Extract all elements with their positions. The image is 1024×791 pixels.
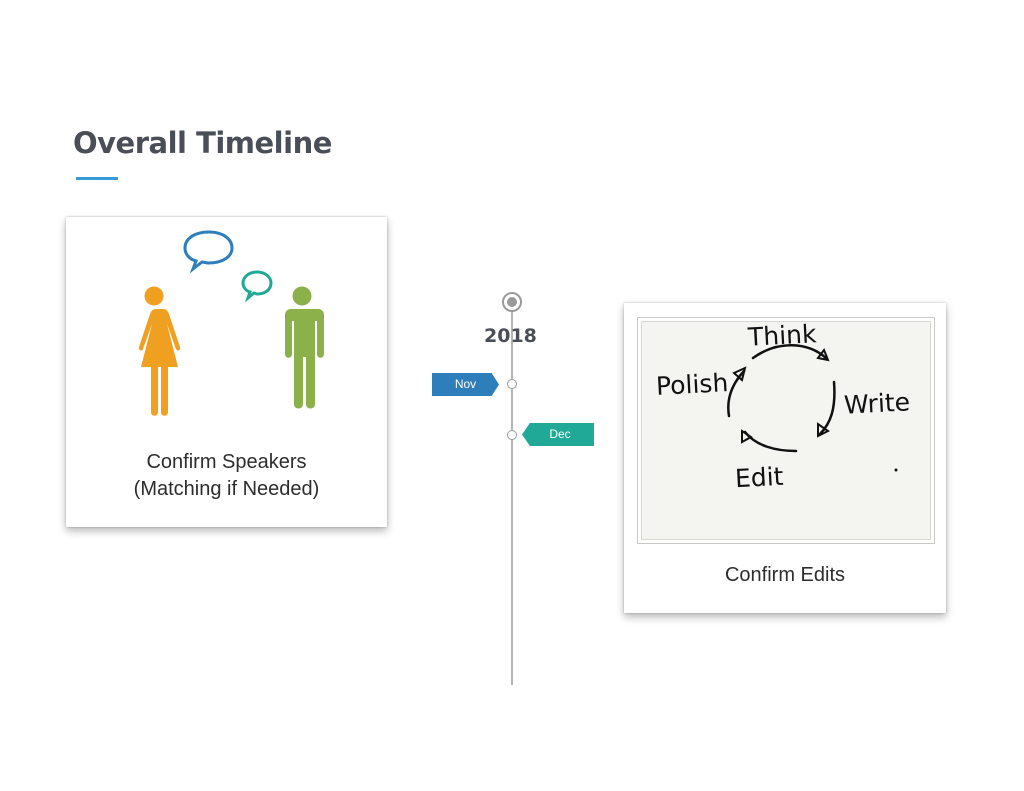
caption-line-2: (Matching if Needed) <box>133 478 320 500</box>
whiteboard-word-think: Think <box>747 319 818 352</box>
whiteboard-word-edit: Edit <box>734 461 785 494</box>
timeline-flag-dec: Dec <box>522 423 594 446</box>
page-title: Overall Timeline <box>73 126 332 160</box>
timeline-flag-nov: Nov <box>432 373 499 396</box>
cycle-arrows <box>727 344 898 472</box>
speakers-caption: Confirm Speakers (Matching if Needed) <box>66 449 387 503</box>
title-underline <box>76 177 118 180</box>
timeline-start-marker <box>502 292 522 312</box>
timeline-node-nov <box>507 379 517 389</box>
speech-bubble-icon <box>183 230 273 303</box>
man-icon <box>285 286 324 409</box>
whiteboard-image: Think Write Edit Polish <box>637 317 935 544</box>
caption-line-1: Confirm Speakers <box>146 451 307 473</box>
timeline-year: 2018 <box>484 325 537 347</box>
whiteboard-word-write: Write <box>843 387 911 420</box>
timeline-node-dec <box>507 430 517 440</box>
woman-icon <box>138 286 181 416</box>
edits-caption: Confirm Edits <box>724 564 846 586</box>
speakers-card: Confirm Speakers (Matching if Needed) <box>66 217 387 527</box>
whiteboard-word-polish: Polish <box>655 368 729 401</box>
timeline-line <box>511 310 513 685</box>
edits-card: Think Write Edit Polish Confirm Edits <box>624 303 946 613</box>
speakers-illustration <box>138 230 324 416</box>
